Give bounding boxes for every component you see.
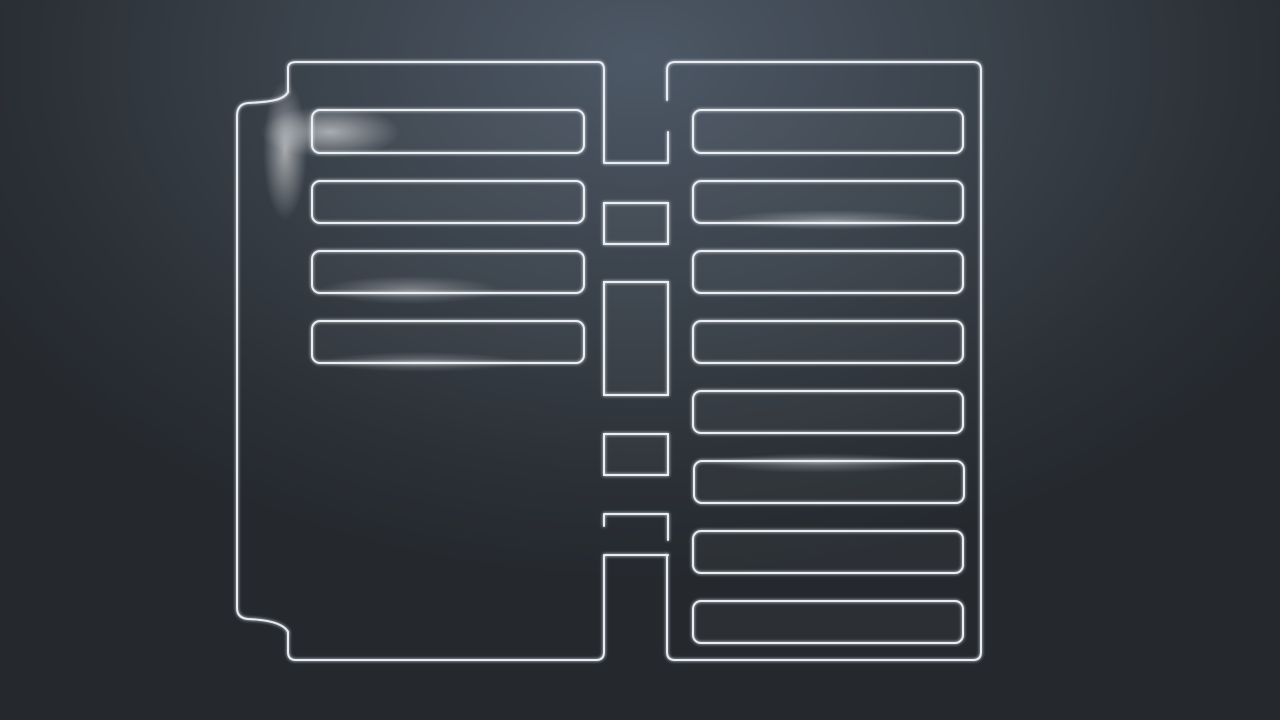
glow-highlight — [710, 453, 930, 473]
right-slot — [693, 460, 965, 504]
connector-block — [603, 281, 669, 396]
right-slot — [692, 250, 964, 294]
right-page-outline — [666, 61, 982, 661]
connector-block — [603, 202, 669, 245]
left-slot — [311, 320, 585, 364]
connector-block — [603, 513, 669, 541]
left-slot — [311, 250, 585, 294]
left-slot — [311, 109, 585, 154]
right-slot — [692, 600, 964, 644]
right-slot — [692, 390, 964, 434]
right-slot — [692, 320, 964, 364]
left-spine-outline — [236, 91, 289, 633]
glow-highlight — [263, 80, 307, 220]
glow-highlight — [320, 276, 500, 304]
right-slot — [692, 530, 964, 574]
left-slot — [311, 180, 585, 224]
glow-highlight — [720, 210, 940, 230]
right-slot — [692, 180, 964, 224]
connector-block — [603, 433, 669, 476]
right-slot — [692, 109, 964, 154]
left-page-outline — [287, 61, 669, 661]
